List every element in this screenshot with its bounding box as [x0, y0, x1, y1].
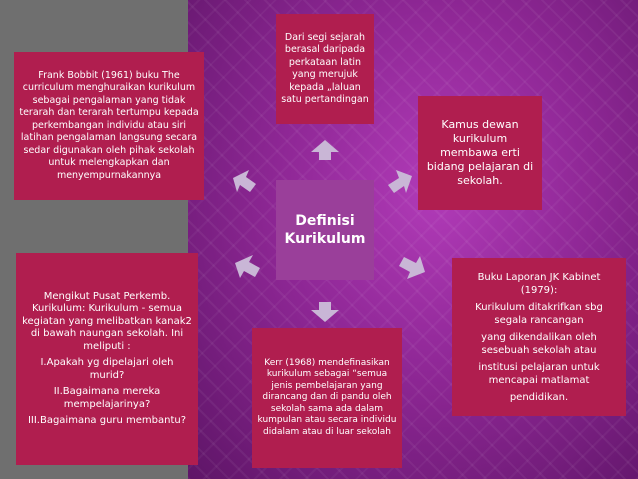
box-frank-bobbit: Frank Bobbit (1961) buku The curriculum …: [14, 52, 204, 200]
arrow-up: [311, 140, 339, 160]
box-laporan-jk-kabinet: Buku Laporan JK Kabinet (1979): Kurikulu…: [452, 258, 626, 416]
arrow-upper-left: [233, 170, 256, 192]
box-laporan-item: Kurikulum ditakrifkan sbg segala rancang…: [475, 301, 603, 326]
arrow-lower-left: [235, 255, 260, 278]
arrow-lower-right: [399, 256, 425, 279]
box-laporan-title: Buku Laporan JK Kabinet (1979):: [477, 271, 601, 296]
center-title-line1: Definisi: [295, 213, 355, 229]
box-kamus-dewan: Kamus dewan kurikulum membawa erti bidan…: [418, 96, 542, 210]
box-pusat-intro: Mengikut Pusat Perkemb. Kurikulum: Kurik…: [22, 290, 192, 352]
box-kerr-text: Kerr (1968) mendefinasikan kurikulum seb…: [257, 357, 397, 437]
box-sejarah-text: Dari segi sejarah berasal daripada perka…: [281, 31, 369, 106]
box-kerr: Kerr (1968) mendefinasikan kurikulum seb…: [252, 328, 402, 468]
center-definisi-kurikulum: Definisi Kurikulum: [276, 180, 374, 280]
box-sejarah: Dari segi sejarah berasal daripada perka…: [276, 14, 374, 124]
box-pusat-item: II.Bagaimana mereka mempelajarinya?: [53, 386, 161, 410]
box-kamus-dewan-text: Kamus dewan kurikulum membawa erti bidan…: [426, 118, 534, 187]
box-pusat-item: III.Bagaimana guru membantu?: [27, 415, 187, 426]
box-laporan-item: pendidikan.: [509, 391, 569, 403]
box-pusat-perkembangan: Mengikut Pusat Perkemb. Kurikulum: Kurik…: [16, 253, 198, 465]
arrow-down: [311, 302, 339, 322]
box-laporan-item: institusi pelajaran untuk mencapai matla…: [478, 361, 600, 386]
center-title-line2: Kurikulum: [284, 231, 366, 247]
box-pusat-item: I.Apakah yg dipelajari oleh murid?: [40, 357, 174, 381]
box-frank-bobbit-text: Frank Bobbit (1961) buku The curriculum …: [19, 69, 199, 181]
arrow-upper-right: [388, 170, 412, 193]
box-laporan-item: yang dikendalikan oleh sesebuah sekolah …: [481, 331, 597, 356]
